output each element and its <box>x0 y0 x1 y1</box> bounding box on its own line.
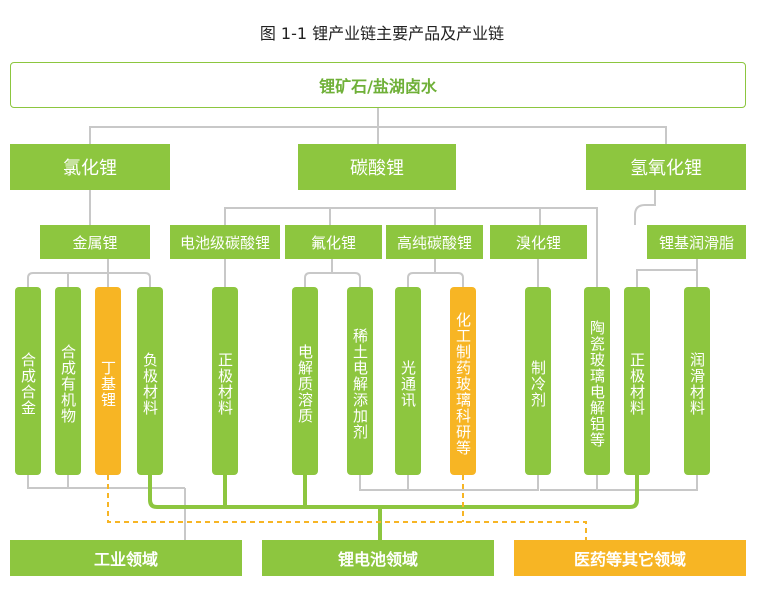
figure-title: 图 1-1 锂产业链主要产品及产业链 <box>259 24 505 43</box>
product-anode-material: 负极材料 <box>137 287 163 475</box>
product-alloy: 合成合金 <box>15 287 41 475</box>
field-lithium-battery: 锂电池领域 <box>262 540 494 576</box>
level1-lithium-chloride: 氯化锂 <box>10 144 170 190</box>
product-lubricant-material: 润滑材料 <box>684 287 710 475</box>
product-ceramics-glass: 陶瓷玻璃电解铝等 <box>584 287 610 475</box>
field-industry: 工业领域 <box>10 540 242 576</box>
product-refrigerant: 制冷剂 <box>525 287 551 475</box>
product-chemical-pharma: 化工制药玻璃科研等 <box>450 287 476 475</box>
level2-high-purity-carbonate: 高纯碳酸锂 <box>386 225 483 259</box>
level2-lithium-grease: 锂基润滑脂 <box>647 225 746 259</box>
product-electrolyte-solute: 电解质溶质 <box>292 287 318 475</box>
level1-lithium-hydroxide: 氢氧化锂 <box>586 144 746 190</box>
product-rare-earth-additive: 稀土电解添加剂 <box>347 287 373 475</box>
source-box: 锂矿石/盐湖卤水 <box>10 62 746 108</box>
product-butyllithium: 丁基锂 <box>95 287 121 475</box>
level1-lithium-carbonate: 碳酸锂 <box>298 144 456 190</box>
product-cathode-material: 正极材料 <box>212 287 238 475</box>
field-medical-other: 医药等其它领域 <box>514 540 746 576</box>
product-optical-communication: 光通讯 <box>395 287 421 475</box>
level2-lithium-bromide: 溴化锂 <box>490 225 587 259</box>
product-organic-synthesis: 合成有机物 <box>55 287 81 475</box>
product-cathode-material-2: 正极材料 <box>624 287 650 475</box>
level2-metal-lithium: 金属锂 <box>40 225 150 259</box>
level2-battery-grade-carbonate: 电池级碳酸锂 <box>170 225 280 259</box>
level2-lithium-fluoride: 氟化锂 <box>285 225 382 259</box>
